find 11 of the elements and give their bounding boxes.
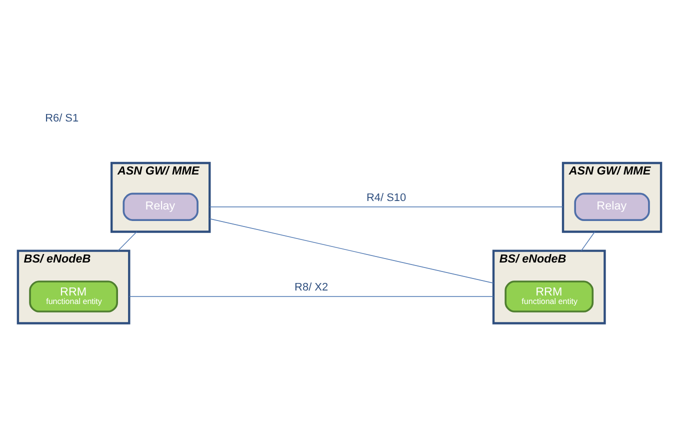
connector	[580, 230, 596, 251]
node-box: RRM functional entity	[29, 280, 118, 312]
node-box: Relay	[574, 192, 650, 220]
connector	[209, 218, 494, 284]
connector	[118, 230, 138, 251]
edge-label: R8/ X2	[294, 281, 328, 294]
label: R6/ S1	[45, 112, 79, 124]
edge-label: R4/ S10	[366, 192, 406, 204]
connector	[209, 206, 564, 207]
node-box: RRM functional entity	[504, 280, 594, 312]
node-box: Relay	[122, 192, 198, 220]
